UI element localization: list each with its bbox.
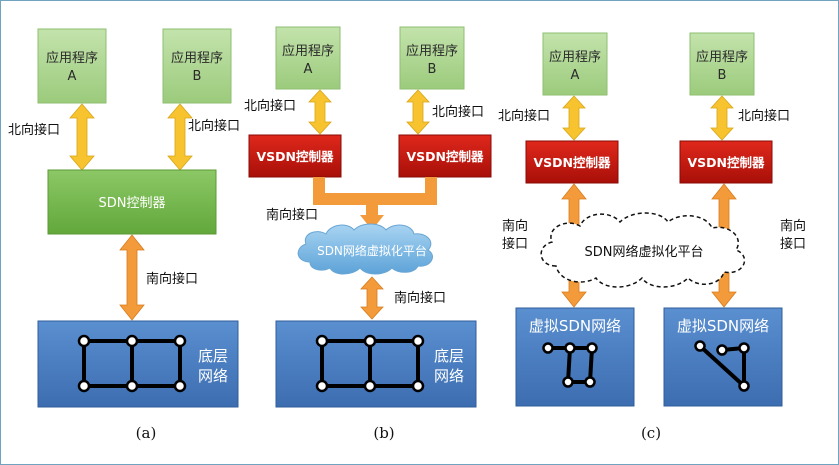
sdn-controller-label: SDN控制器: [99, 196, 166, 211]
southbound-arrow-bottom: [360, 276, 384, 320]
vsdn-controller-right-label: VSDN控制器: [687, 155, 765, 170]
virtualization-cloud: [540, 212, 746, 288]
app-a-box: [37, 28, 107, 104]
underlay-topology: [77, 334, 187, 393]
app-b-label-1: 应用程序: [696, 49, 748, 65]
underlay-label-2: 网络: [434, 367, 464, 385]
vsdn-controller-left-label: VSDN控制器: [533, 155, 611, 170]
virtual-network-right-label: 虚拟SDN网络: [677, 317, 769, 335]
southbound-label-bottom: 南向接口: [394, 290, 446, 306]
northbound-arrow-left: [562, 95, 586, 141]
vsdn-controller-right-label: VSDN控制器: [406, 149, 484, 164]
cloud-label: SDN网络虚拟化平台: [317, 243, 427, 258]
vsdn-controller-left: [248, 134, 342, 178]
panel-b: 应用程序 A 应用程序 B 北向接口 北向接口 VSDN控制器 VSDN控制器 …: [244, 26, 492, 442]
app-b-box: [689, 32, 755, 96]
vsdn-controller-right: [679, 140, 773, 184]
underlay-label-1: 底层: [434, 347, 464, 365]
caption-c: (c): [641, 424, 661, 442]
app-b-label-1: 应用程序: [406, 43, 458, 59]
northbound-arrow-left: [69, 103, 95, 171]
underlay-label-1: 底层: [198, 347, 228, 365]
app-b-label-2: B: [718, 68, 727, 83]
southbound-left-label-2: 接口: [502, 236, 528, 252]
northbound-label-right: 北向接口: [738, 108, 790, 124]
southbound-arrow: [119, 234, 145, 321]
virtual-network-right: [663, 307, 783, 407]
virtualization-cloud: [297, 223, 433, 275]
app-a-label-2: A: [571, 68, 580, 83]
southbound-label-top: 南向接口: [266, 207, 318, 223]
virtual-network-left: [515, 307, 635, 407]
northbound-label-right: 北向接口: [432, 104, 484, 120]
underlay-topology: [315, 334, 425, 393]
vsdn-controller-left-label: VSDN控制器: [256, 149, 334, 164]
vsdn-controller-left: [525, 140, 619, 184]
vsdn-controller-right: [398, 134, 492, 178]
southbound-label: 南向接口: [146, 271, 198, 287]
app-a-box: [275, 26, 341, 90]
cloud-label: SDN网络虚拟化平台: [585, 244, 704, 260]
virtual-topology-left: [542, 342, 598, 388]
northbound-label-left: 北向接口: [498, 108, 550, 124]
panel-a: 应用程序 A 应用程序 B 北向接口 北向接口 SDN控制器 南向接口: [8, 28, 240, 442]
caption-a: (a): [136, 424, 157, 442]
sdn-controller-box: [47, 169, 217, 235]
northbound-label-left: 北向接口: [244, 98, 296, 114]
underlay-network-box: [37, 320, 239, 408]
app-a-label-1: 应用程序: [46, 50, 98, 66]
virtual-network-left-label: 虚拟SDN网络: [529, 317, 621, 335]
app-a-label-1: 应用程序: [282, 43, 334, 59]
app-a-box: [542, 32, 608, 96]
app-b-label-1: 应用程序: [171, 50, 223, 66]
app-b-label-2: B: [193, 69, 202, 84]
southbound-left-label-1: 南向: [502, 218, 528, 234]
caption-b: (b): [373, 424, 394, 442]
app-a-label-1: 应用程序: [549, 49, 601, 65]
southbound-right-label-1: 南向: [780, 218, 806, 234]
app-b-box: [162, 28, 232, 104]
app-b-label-2: B: [428, 62, 437, 77]
virtual-topology-right: [694, 340, 750, 392]
underlay-network-box: [275, 320, 477, 408]
app-b-box: [399, 26, 465, 90]
northbound-arrow-right: [167, 103, 193, 171]
app-a-label-2: A: [304, 62, 313, 77]
southbound-merge-arrow: [313, 177, 437, 230]
underlay-label-2: 网络: [198, 367, 228, 385]
northbound-label-left: 北向接口: [8, 122, 60, 138]
northbound-arrow-right: [406, 89, 430, 135]
northbound-arrow-right: [710, 95, 734, 141]
app-a-label-2: A: [68, 69, 77, 84]
northbound-arrow-left: [308, 89, 332, 135]
panel-c: 应用程序 A 应用程序 B 北向接口 北向接口 VSDN控制器 VSDN控制器 …: [498, 32, 806, 442]
northbound-label-right: 北向接口: [188, 118, 240, 134]
southbound-right-label-2: 接口: [780, 236, 806, 252]
